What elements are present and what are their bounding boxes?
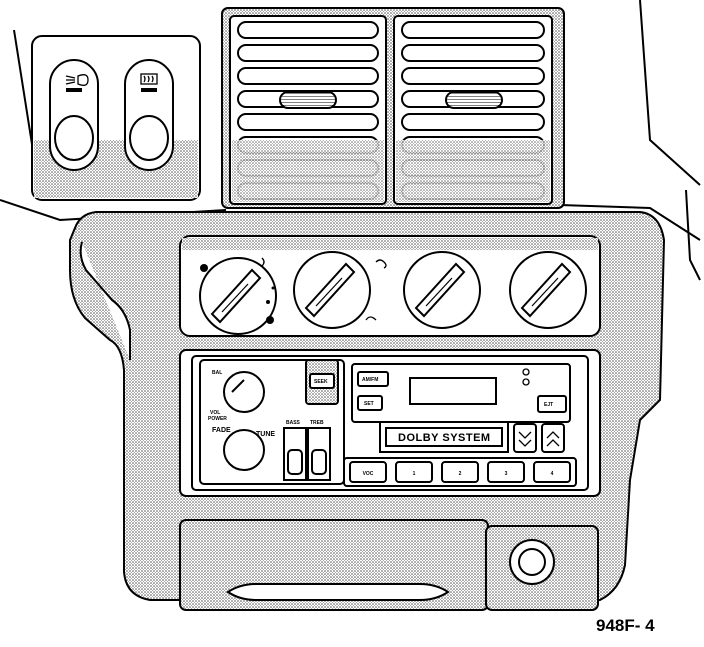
mode-icon (365, 259, 387, 321)
chevron-up-icon (546, 431, 560, 447)
preset-button-2[interactable] (395, 461, 433, 483)
vent-slat (237, 67, 379, 85)
vent-slat (237, 21, 379, 39)
vent-slat (237, 44, 379, 62)
power-label: POWER (208, 416, 227, 422)
preset-button-1[interactable] (349, 461, 387, 483)
bal-label: BAL (212, 370, 222, 376)
set-button[interactable] (357, 395, 383, 411)
preset-button-3[interactable] (441, 461, 479, 483)
preset-button-label: 3 (505, 471, 508, 477)
fast-forward-button[interactable] (541, 423, 565, 453)
switch-pod (31, 35, 201, 201)
fog-lamp-icon (65, 74, 89, 92)
fade-label: FADE (212, 427, 231, 434)
dolby-badge (385, 427, 503, 447)
dial-pointer (531, 277, 559, 307)
temperature-icon (261, 257, 265, 267)
tune-knob[interactable] (223, 429, 265, 471)
vent-slat (401, 21, 545, 39)
preset-button-label: 4 (551, 471, 554, 477)
am-fm-button[interactable] (357, 371, 389, 387)
volume-knob[interactable] (223, 371, 265, 413)
preset-button-label: 1 (413, 471, 416, 477)
figure-reference: 948F- 4 (596, 616, 655, 635)
tune-label: TUNE (256, 431, 275, 438)
left-vent-thumbwheel[interactable] (279, 91, 337, 109)
tape-indicator (522, 378, 530, 386)
preset-button-5[interactable] (533, 461, 571, 483)
climate-control-panel (179, 235, 601, 337)
vent-slat (401, 44, 545, 62)
radio-display (409, 377, 497, 405)
eject-button[interactable] (537, 395, 567, 413)
svg-text:EJT: EJT (544, 402, 553, 408)
radio-unit: BAL VOL POWER FADE TUNE BASS TREB SEEK A… (179, 349, 601, 497)
stereo-indicator (522, 368, 530, 376)
svg-text:AM/FM: AM/FM (362, 377, 378, 383)
preset-button-label: VOC (363, 471, 374, 477)
dial-pointer (425, 277, 453, 307)
svg-text:SEEK: SEEK (314, 379, 328, 385)
dial-pointer (315, 277, 343, 307)
vol-label: VOL (210, 410, 220, 416)
chevron-down-icon (518, 431, 532, 447)
air-vents (221, 7, 565, 209)
bass-label: BASS (286, 420, 301, 426)
vent-slat (237, 113, 379, 131)
fan-speed-icon (200, 264, 275, 324)
vent-slat (401, 67, 545, 85)
svg-text:DOLBY SYSTEM: DOLBY SYSTEM (398, 432, 491, 444)
preset-button-label: 2 (459, 471, 462, 477)
svg-text:SET: SET (364, 401, 374, 407)
rear-defrost-icon (140, 73, 158, 92)
right-vent-thumbwheel[interactable] (445, 91, 503, 109)
vent-slat (401, 113, 545, 131)
dial-pointer (221, 283, 249, 313)
lower-console (179, 519, 599, 611)
treb-label: TREB (310, 420, 324, 426)
preset-button-4[interactable] (487, 461, 525, 483)
